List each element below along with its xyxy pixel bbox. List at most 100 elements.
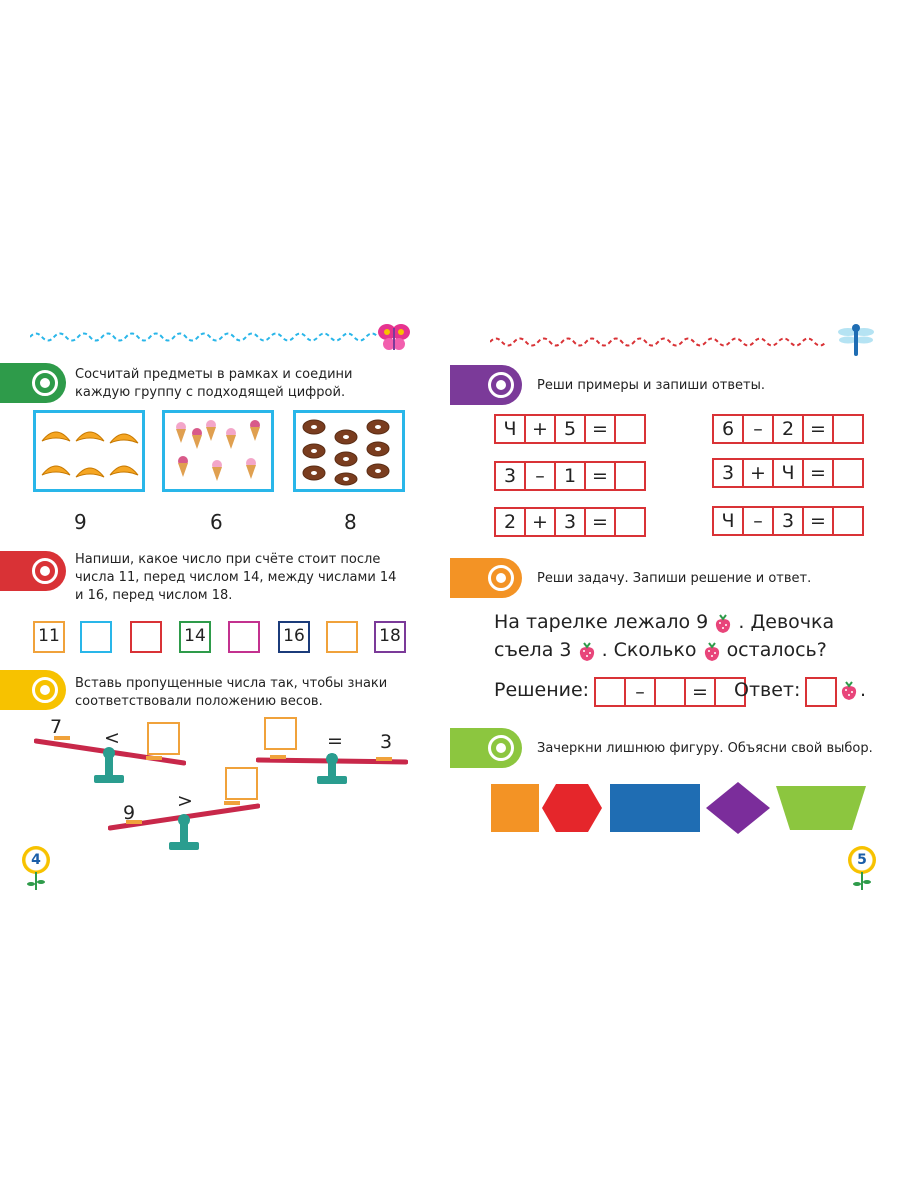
scale3-number: 9 [123,802,136,824]
scale2-number: 3 [380,731,393,753]
ice-cream-icon [176,420,260,481]
equation-cell: 6 [714,416,744,442]
page-number-flower-right: 5 [848,846,876,874]
croissant-frame [33,410,145,492]
equation-cell: = [586,463,616,489]
solution-cell[interactable] [656,679,686,705]
solution-cell[interactable] [596,679,626,705]
ring-icon [32,677,58,703]
solution-cell: = [686,679,716,705]
equation-cell: 2 [496,509,526,535]
equation-cell: = [586,509,616,535]
solution-label: Решение: [494,679,590,701]
problem-text-2b: . Сколько [601,639,697,661]
task-marker-green [0,363,66,403]
donut-icon [302,419,390,486]
count-number-1[interactable]: 9 [74,510,87,534]
ring-icon [32,558,58,584]
sequence-box-1: 11 [33,621,65,653]
shapes-row [491,782,866,834]
equation-cell: 3 [774,508,804,534]
answer-label: Ответ: [734,679,801,701]
answer-cell[interactable] [834,460,862,486]
answer-cell[interactable] [834,508,862,534]
count-number-2[interactable]: 6 [210,510,223,534]
equation-cell: = [804,416,834,442]
word-problem-line2: съела 3 . Сколько осталось? [494,636,874,664]
right-task2-instruction: Реши задачу. Запиши решение и ответ. [537,571,812,586]
equation-cell: Ч [714,508,744,534]
answer-cell[interactable] [834,416,862,442]
equation-cell: 3 [714,460,744,486]
ring-icon [32,370,58,396]
butterfly-icon [378,324,410,350]
equation-cell: Ч [774,460,804,486]
equation-cell: 3 [496,463,526,489]
task2-instruction: Напиши, какое число при счёте стоит посл… [75,552,397,603]
task1-instruction: Сосчитай предметы в рамках и соедини каж… [75,367,353,400]
equation-4: 3+Ч= [712,458,864,488]
equation-cell: + [744,460,774,486]
sequence-box-4: 14 [179,621,211,653]
sequence-box-2[interactable] [80,621,112,653]
donut-frame [293,410,405,492]
scale3-icon [108,801,260,850]
stem-icon [853,872,871,890]
task-marker-orange [450,558,522,598]
solution-row: – = [594,677,746,707]
word-problem-line1: На тарелке лежало 9 . Девочка [494,608,874,636]
equation-cell: + [526,416,556,442]
sequence-box-8: 18 [374,621,406,653]
wavy-line-left [30,332,379,342]
equation-cell: – [526,463,556,489]
answer-box[interactable] [805,677,837,707]
orange-square-shape[interactable] [491,784,539,832]
sequence-box-7[interactable] [326,621,358,653]
equation-cell: = [804,508,834,534]
equation-cell: Ч [496,416,526,442]
purple-rhombus-shape[interactable] [706,782,770,834]
icecream-frame [162,410,274,492]
answer-cell[interactable] [616,463,644,489]
problem-text-2a: съела 3 [494,639,572,661]
count-number-3[interactable]: 8 [344,510,357,534]
ring-icon [488,372,514,398]
problem-text-1b: . Девочка [738,611,835,633]
scale1-number: 7 [50,716,63,738]
sequence-box-6: 16 [278,621,310,653]
task3-instruction: Вставь пропущенные числа так, чтобы знак… [75,676,388,709]
equation-6: Ч–3= [712,506,864,536]
scale2-sign: = [327,730,343,752]
raspberry-icon [716,613,731,633]
scale3-answer-box[interactable] [225,767,258,800]
task-marker-red [0,551,66,591]
answer-cell[interactable] [616,416,644,442]
page-number-flower-left: 4 [22,846,50,874]
equation-cell: – [744,508,774,534]
stem-icon [27,872,45,890]
page-number: 4 [31,852,41,868]
right-task3-instruction: Зачеркни лишнюю фигуру. Объясни свой выб… [537,741,873,756]
scale2-answer-box[interactable] [264,717,297,750]
raspberry-icon [841,681,857,700]
dragonfly-icon [838,324,874,356]
equation-cell: 5 [556,416,586,442]
scale1-sign: < [104,727,120,749]
task-marker-lime [450,728,522,768]
ring-icon [488,735,514,761]
answer-cell[interactable] [616,509,644,535]
scale2-icon [256,753,408,784]
red-hexagon-shape[interactable] [542,784,602,832]
sequence-box-5[interactable] [228,621,260,653]
equation-cell: – [744,416,774,442]
blue-rectangle-shape[interactable] [610,784,700,832]
equation-cell: 2 [774,416,804,442]
green-trapezoid-shape[interactable] [776,786,866,830]
equation-cell: = [586,416,616,442]
scale1-answer-box[interactable] [147,722,180,755]
equation-cell: + [526,509,556,535]
right-task1-instruction: Реши примеры и запиши ответы. [537,378,766,393]
problem-text-2c: осталось? [726,639,827,661]
solution-cell: – [626,679,656,705]
sequence-box-3[interactable] [130,621,162,653]
